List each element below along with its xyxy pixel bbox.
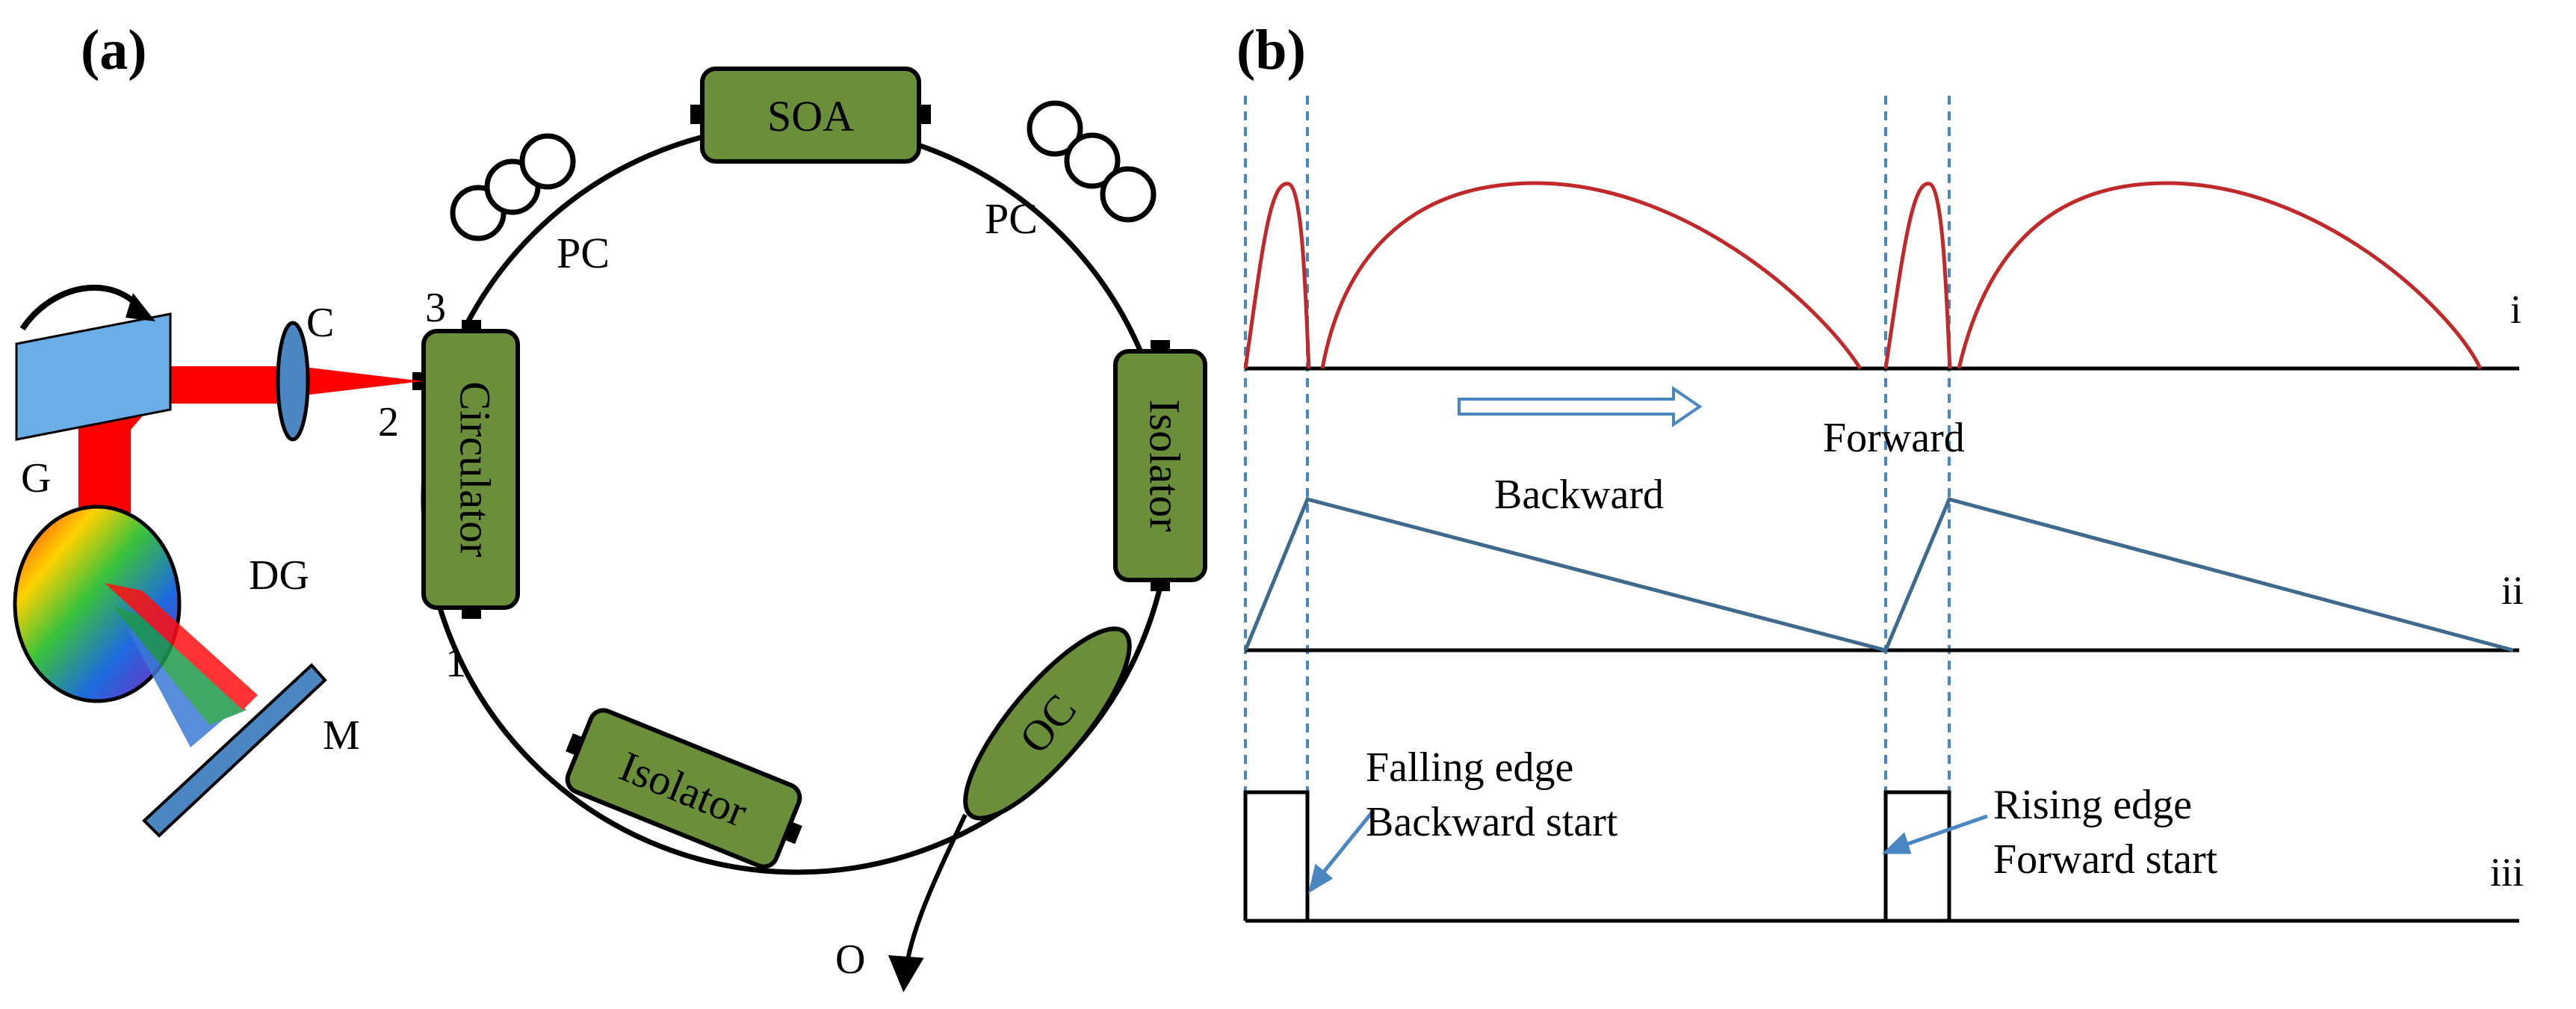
panel-a-label: (a)	[81, 19, 147, 81]
trace-iii-label: iii	[2490, 850, 2524, 895]
trace-iii-waveform	[1243, 790, 1951, 921]
grating-label: DG	[249, 552, 309, 599]
forward-start-label: Forward start	[1993, 836, 2218, 883]
galvo-mirror-icon	[15, 312, 172, 441]
annotation-arrows	[1308, 809, 1988, 894]
rotation-arrow-icon	[19, 284, 145, 331]
galvo-label: G	[21, 455, 51, 502]
timing-guides	[1244, 96, 1951, 921]
trace-i-waveform	[1243, 181, 2483, 370]
rotation-arrowhead-icon	[126, 293, 155, 321]
forward-label: Forward	[1823, 415, 1965, 461]
trace-i-label: i	[2510, 287, 2521, 332]
falling-edge-label: Falling edge	[1366, 744, 1573, 791]
soa-component: SOA	[690, 67, 931, 164]
diffraction-grating-icon	[13, 504, 182, 703]
panel-a: (a) PC PC SOA	[13, 19, 1207, 993]
isolator-bottom-component: Isolator	[565, 708, 802, 869]
trace-ii-waveform	[1243, 497, 2514, 652]
backward-label: Backward	[1494, 472, 1664, 518]
mirror-icon	[142, 663, 327, 838]
port-3-label: 3	[425, 285, 446, 331]
mirror-label: M	[323, 712, 360, 759]
polarization-controller-right	[1027, 100, 1157, 223]
port-2-label: 2	[378, 399, 399, 445]
pc-right-label: PC	[985, 194, 1038, 243]
soa-label: SOA	[767, 92, 854, 141]
trace-ii-label: ii	[2501, 568, 2524, 613]
lens-label: C	[306, 300, 334, 346]
circulator-component: Circulator	[412, 320, 520, 619]
isolator-right-component: Isolator	[1113, 340, 1207, 591]
backward-start-label: Backward start	[1366, 799, 1618, 845]
circulator-label: Circulator	[451, 381, 500, 557]
output-label: O	[835, 937, 865, 983]
panel-b-label: (b)	[1236, 19, 1306, 81]
output-coupler-component: OC	[963, 626, 1132, 821]
polarization-controller-left	[450, 133, 576, 241]
port-1-label: 1	[445, 640, 466, 686]
rising-edge-label: Rising edge	[1993, 782, 2192, 828]
pc-left-label: PC	[557, 229, 610, 277]
collimator-lens-icon	[276, 321, 310, 442]
scan-direction-arrow	[1458, 386, 1703, 428]
diffracted-beams	[105, 583, 258, 747]
output-fiber	[888, 813, 967, 993]
panel-b: (b) i Forward Backward ii	[1236, 19, 2524, 923]
isolator-right-label: Isolator	[1141, 399, 1189, 531]
